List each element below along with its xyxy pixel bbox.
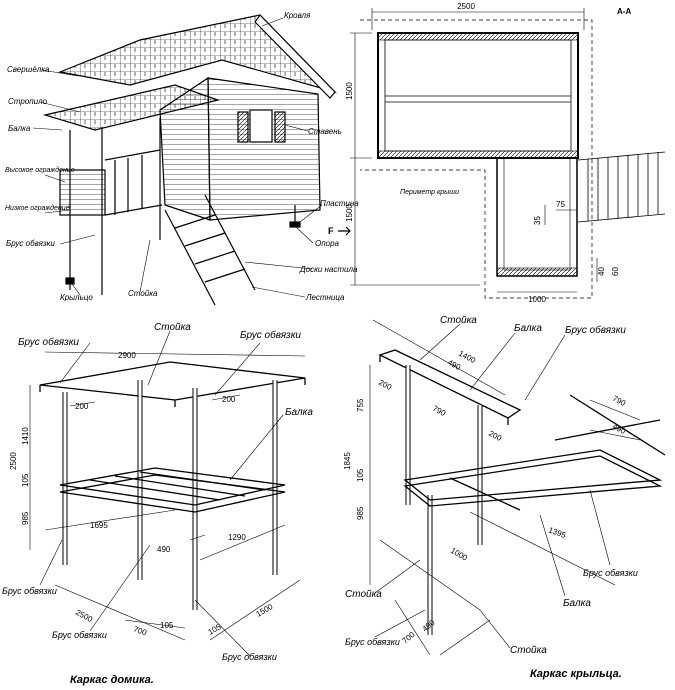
porch-frame-leaders bbox=[374, 323, 611, 649]
plan-dim-40: 40 bbox=[597, 267, 606, 276]
roof-perimeter-label: Периметр крыши bbox=[400, 189, 459, 196]
ladder-plan bbox=[577, 151, 666, 223]
hf-dim-200b: 200 bbox=[222, 395, 236, 404]
house-frame-title: Каркас домика. bbox=[70, 674, 154, 686]
hf-dim-700: 700 bbox=[132, 624, 148, 637]
pf-dim-1395: 1395 bbox=[547, 525, 567, 540]
pf-dim-490b: 490 bbox=[421, 618, 437, 634]
plan-dim-60: 60 bbox=[611, 267, 620, 276]
hf-dim-1695: 1695 bbox=[90, 521, 108, 530]
window bbox=[249, 109, 273, 143]
plan-dim-height-bottom: 1500 bbox=[345, 204, 354, 222]
pf-dim-105: 105 bbox=[356, 468, 365, 482]
label-roof: Кровля bbox=[284, 11, 311, 20]
pf-dim-490r: 490 bbox=[611, 422, 627, 436]
label-eaves: Свершёлка bbox=[7, 65, 50, 74]
pf-label-tie-beam-top: Брус обвязки bbox=[565, 324, 626, 336]
house-illustration bbox=[42, 14, 337, 306]
label-tie-beam: Брус обвязки bbox=[6, 239, 55, 248]
arrow-f-label: F bbox=[328, 226, 334, 236]
pf-label-post-left: Стойка bbox=[345, 589, 382, 600]
hf-dim-2500: 2500 bbox=[74, 608, 94, 625]
plan-dim-35: 35 bbox=[533, 216, 542, 225]
house-frame-leaders bbox=[39, 330, 284, 657]
label-ladder: Лестница bbox=[305, 293, 345, 302]
house-wall-front bbox=[207, 77, 321, 221]
shutter-left bbox=[237, 111, 249, 143]
pf-label-post-top: Стойка bbox=[440, 315, 477, 326]
label-high-rail: Высокое ограждение bbox=[5, 166, 75, 174]
label-footing-plate: Пластина bbox=[320, 199, 359, 208]
hf-label-tie-beam-top: Брус обвязки bbox=[18, 336, 79, 348]
pf-label-tie-beam-right: Брус обвязки bbox=[583, 568, 638, 578]
pf-dim-1000: 1000 bbox=[449, 546, 469, 563]
hf-dim-1500: 1500 bbox=[255, 602, 275, 619]
porch-rail bbox=[59, 169, 106, 216]
hf-dim-1290: 1290 bbox=[228, 533, 246, 542]
label-porch: Крыльцо bbox=[60, 293, 93, 302]
hf-dim-105b: 105 bbox=[207, 622, 224, 637]
label-post: Стойка bbox=[128, 289, 158, 298]
label-beam: Балка bbox=[8, 124, 31, 133]
hf-label-tie-beam-top-right: Брус обвязки bbox=[240, 329, 301, 341]
pf-dim-985: 985 bbox=[356, 506, 365, 520]
pf-dim-200b: 200 bbox=[487, 429, 503, 443]
ladder-shape bbox=[164, 194, 256, 306]
hf-dim-2500v: 2500 bbox=[9, 452, 18, 470]
section-mark: А-А bbox=[617, 7, 631, 16]
label-support: Опора bbox=[315, 239, 340, 248]
hf-label-post: Стойка bbox=[154, 322, 191, 333]
house-labels: Кровля Свершёлка Стропило Балка Высокое … bbox=[5, 11, 359, 302]
arrow-f-icon bbox=[338, 226, 351, 236]
plan-drawing bbox=[350, 8, 666, 299]
plan-dim-width: 2500 bbox=[457, 2, 475, 11]
label-shutter: Ставень bbox=[308, 127, 342, 136]
plan-dim-height-top: 1500 bbox=[345, 82, 354, 100]
plan-labels: А-А 2500 1500 1500 1000 75 35 40 60 Пери… bbox=[328, 2, 631, 304]
hf-dim-985: 985 bbox=[21, 511, 30, 525]
label-deck-boards: Доски настила bbox=[299, 265, 358, 274]
hf-dim-105v: 105 bbox=[21, 473, 30, 487]
porch-frame-labels: Стойка Балка Брус обвязки Брус обвязки Б… bbox=[345, 315, 638, 680]
pf-label-beam-bottom: Балка bbox=[563, 598, 591, 609]
pf-dim-200a: 200 bbox=[377, 378, 393, 392]
hf-label-tie-beam-bottom: Брус обвязки bbox=[222, 652, 277, 662]
hf-label-beam: Балка bbox=[285, 407, 313, 418]
pf-dim-700: 700 bbox=[401, 630, 417, 646]
label-rafter: Стропило bbox=[8, 97, 48, 106]
pf-label-tie-beam-left: Брус обвязки bbox=[345, 637, 400, 647]
house-plan-outline bbox=[377, 32, 579, 159]
hf-label-tie-beam-left-1: Брус обвязки bbox=[2, 586, 57, 596]
house-frame-labels: Стойка Брус обвязки Брус обвязки Балка Б… bbox=[2, 322, 313, 686]
plan-dim-75: 75 bbox=[556, 200, 565, 209]
hf-dim-105a: 105 bbox=[160, 621, 174, 630]
hf-dim-490: 490 bbox=[157, 545, 171, 554]
house-frame-drawing bbox=[29, 351, 306, 641]
label-low-rail: Низкое ограждение bbox=[5, 204, 70, 212]
shutter-right bbox=[274, 111, 286, 143]
house-leader-lines bbox=[32, 17, 323, 298]
pf-dim-1845: 1845 bbox=[343, 452, 352, 470]
porch-frame-title: Каркас крыльца. bbox=[530, 668, 622, 680]
pf-dim-755: 755 bbox=[356, 398, 365, 412]
hf-dim-1410: 1410 bbox=[21, 427, 30, 445]
porch-frame-drawing bbox=[369, 319, 666, 656]
hf-dim-200a: 200 bbox=[75, 402, 89, 411]
roof-perimeter-line bbox=[360, 19, 593, 299]
pf-label-beam-top: Балка bbox=[514, 323, 542, 334]
pf-dim-790r: 790 bbox=[611, 394, 627, 408]
hf-label-tie-beam-bottom-left: Брус обвязки bbox=[52, 630, 107, 640]
house-wall-side bbox=[159, 76, 211, 221]
house-frame-posts bbox=[62, 380, 278, 610]
pf-label-post-bottom: Стойка bbox=[510, 645, 547, 656]
hf-dim-2900: 2900 bbox=[118, 351, 136, 360]
pf-dim-490: 490 bbox=[446, 358, 462, 372]
plan-dim-bottom-width: 1000 bbox=[528, 295, 546, 304]
pf-dim-790: 790 bbox=[431, 404, 447, 418]
